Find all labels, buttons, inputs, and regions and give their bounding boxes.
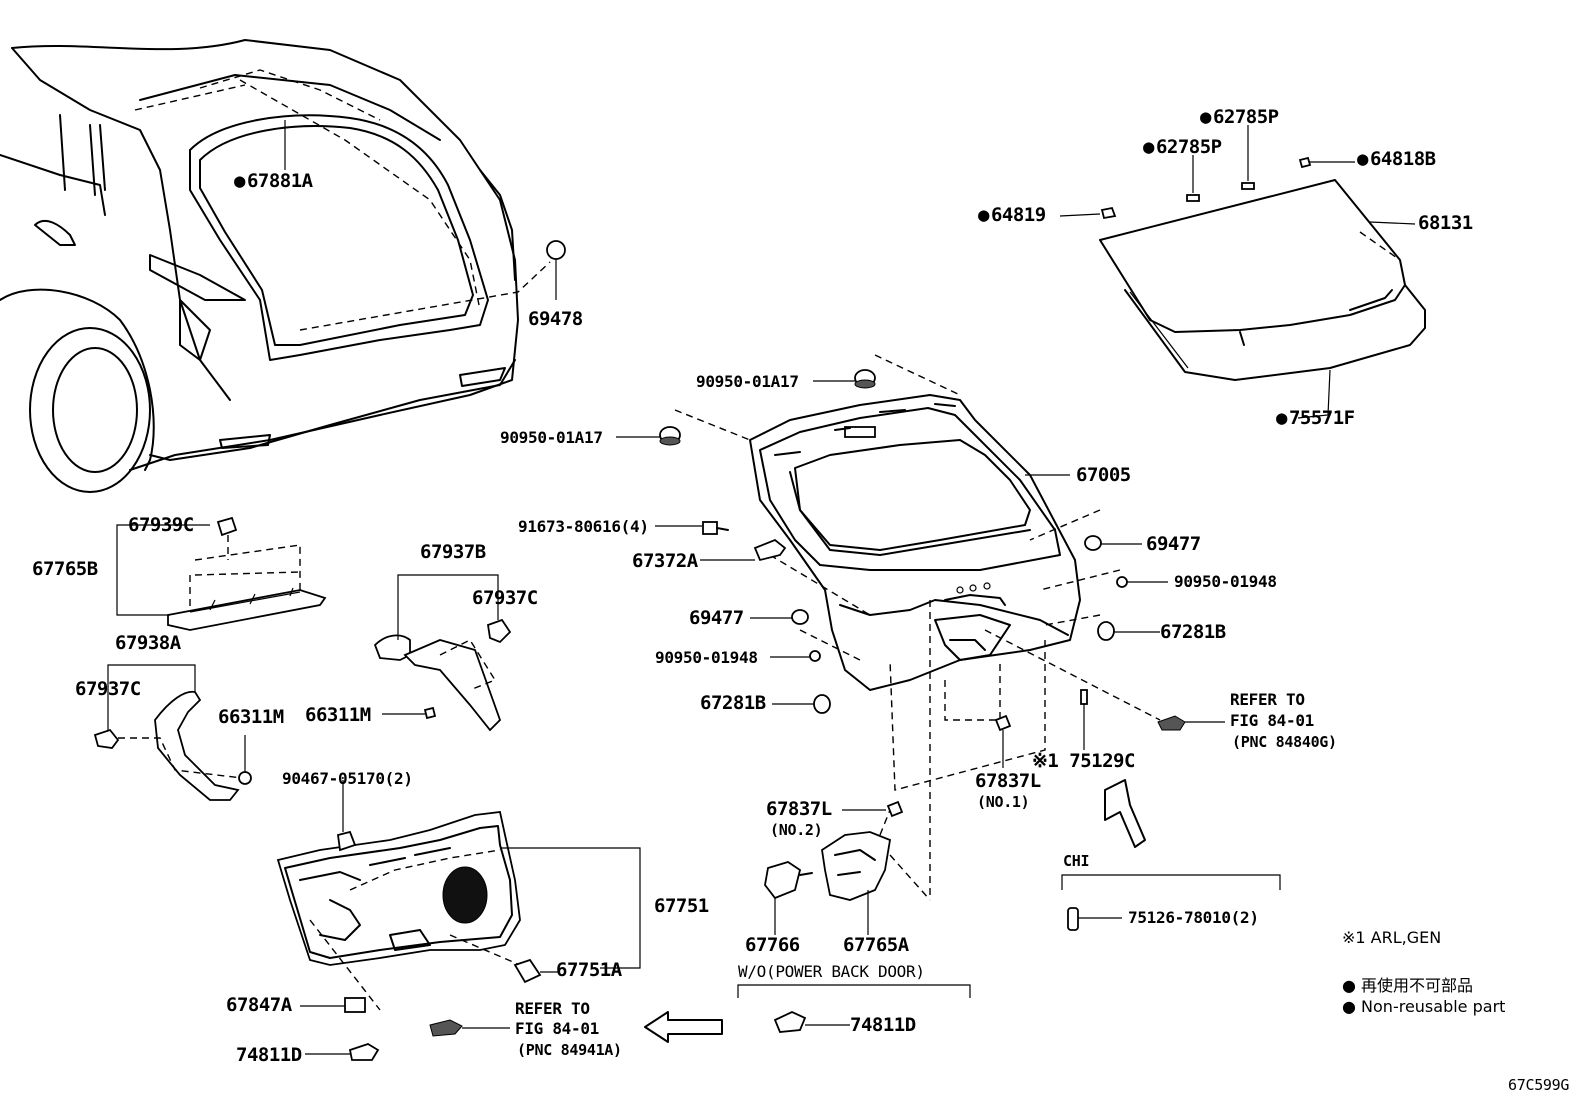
side-trim-center <box>373 574 512 732</box>
label-67939C: 67939C <box>128 514 194 536</box>
label-chi: CHI <box>1063 852 1090 870</box>
bullet-icon: ● <box>1342 997 1362 1016</box>
label-67372A: 67372A <box>632 550 698 572</box>
label-68131: 68131 <box>1418 212 1473 234</box>
label-67881A: 67881A <box>234 170 313 192</box>
vehicle-illustration <box>0 39 551 493</box>
diagram-code: 67C599G <box>1508 1076 1570 1094</box>
label-no2: (NO.2) <box>770 821 823 839</box>
legend-non-reusable-jp: ● 再使用不可部品 <box>1342 972 1473 996</box>
legend-note: ※1 ARL,GEN <box>1342 928 1442 947</box>
label-67281B-right: 67281B <box>1160 621 1226 643</box>
back-window-glass <box>1059 125 1426 419</box>
label-69477-right: 69477 <box>1146 533 1201 555</box>
label-67751: 67751 <box>654 895 709 917</box>
lock-assembly <box>644 831 971 1043</box>
label-90467-05170: 90467-05170(2) <box>282 769 413 788</box>
label-67837L-no1: 67837L <box>975 770 1041 792</box>
label-62785P-second: 62785P <box>1143 136 1222 158</box>
label-75126-78010: 75126-78010(2) <box>1128 908 1259 927</box>
label-pnc-84941A: (PNC 84941A) <box>517 1041 622 1059</box>
label-fig-84-01-2: FIG 84-01 <box>515 1019 599 1038</box>
label-90950-01948-left: 90950-01948 <box>655 648 758 667</box>
label-75129C: ※1 75129C <box>1032 750 1135 772</box>
chi-bracket <box>1061 874 1281 931</box>
label-75571F: 75571F <box>1276 407 1355 429</box>
label-67751A: 67751A <box>556 959 622 981</box>
label-67765A: 67765A <box>843 934 909 956</box>
door-fasteners <box>284 120 1225 848</box>
label-66311M-center: 66311M <box>305 704 371 726</box>
label-67937B: 67937B <box>420 541 486 563</box>
label-refer-to-2: REFER TO <box>515 999 590 1018</box>
bullet-icon: ● <box>1342 976 1362 995</box>
label-67766: 67766 <box>745 934 800 956</box>
scuff-plate <box>116 516 327 631</box>
label-66311M-left: 66311M <box>218 706 284 728</box>
label-91673-80616: 91673-80616(4) <box>518 517 649 536</box>
side-trim-left <box>93 664 252 801</box>
label-67281B-left: 67281B <box>700 692 766 714</box>
legend-jp-text: 再使用不可部品 <box>1361 976 1474 995</box>
label-no1: (NO.1) <box>977 793 1030 811</box>
label-64819: 64819 <box>978 204 1046 226</box>
label-67765B: 67765B <box>32 558 98 580</box>
label-wo-power-back-door: W/O(POWER BACK DOOR) <box>738 962 925 981</box>
lower-trim-panel <box>276 780 641 1061</box>
label-fig-84-01-1: FIG 84-01 <box>1230 711 1314 730</box>
label-74811D-center: 74811D <box>850 1014 916 1036</box>
label-69478: 69478 <box>528 308 583 330</box>
label-74811D-left: 74811D <box>236 1044 302 1066</box>
label-67837L-no2: 67837L <box>766 798 832 820</box>
label-67005: 67005 <box>1076 464 1131 486</box>
label-69477-left: 69477 <box>689 607 744 629</box>
label-67937C-center: 67937C <box>472 587 538 609</box>
label-67937C-left: 67937C <box>75 678 141 700</box>
back-door-panel <box>674 354 1161 901</box>
label-67847A: 67847A <box>226 994 292 1016</box>
label-90950-01A17-top: 90950-01A17 <box>696 372 799 391</box>
legend-non-reusable-en: ● Non-reusable part <box>1342 997 1505 1016</box>
label-refer-to-1: REFER TO <box>1230 690 1305 709</box>
label-pnc-84840G: (PNC 84840G) <box>1232 733 1337 751</box>
label-64818B: 64818B <box>1357 148 1436 170</box>
legend-en-text: Non-reusable part <box>1361 997 1506 1016</box>
label-90950-01948-right: 90950-01948 <box>1174 572 1277 591</box>
label-62785P-top: 62785P <box>1200 106 1279 128</box>
label-90950-01A17-second: 90950-01A17 <box>500 428 603 447</box>
label-67938A: 67938A <box>115 632 181 654</box>
